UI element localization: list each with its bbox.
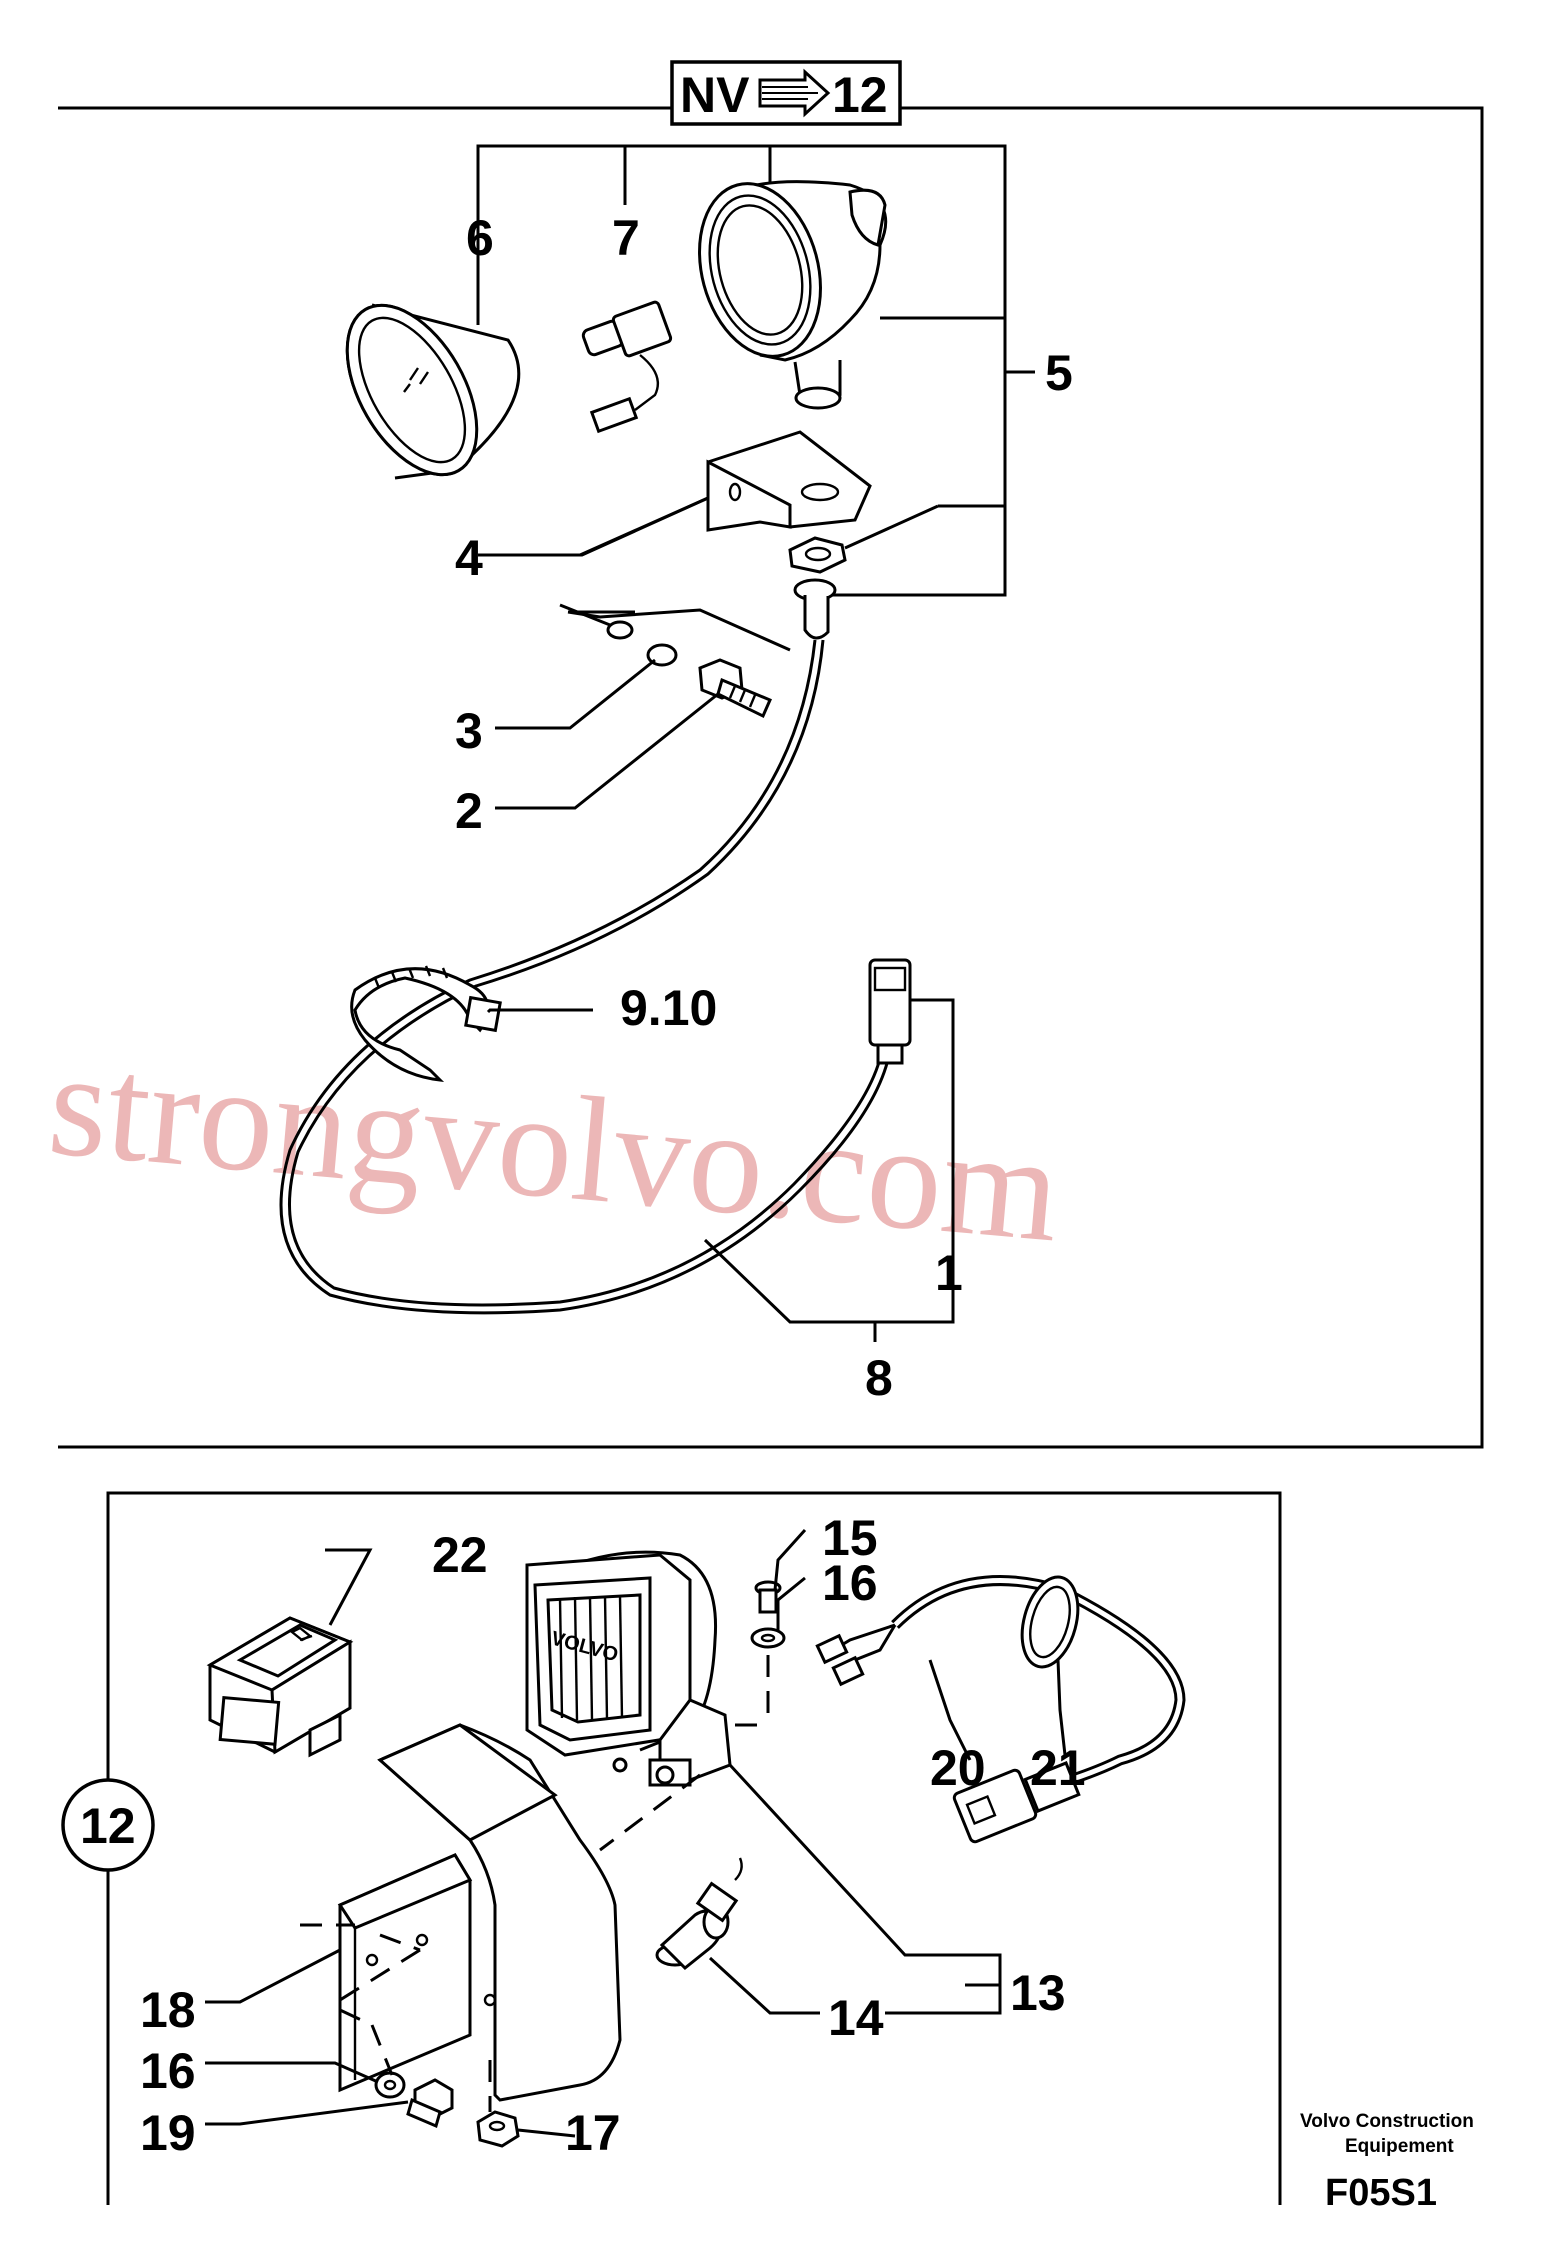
callout-6[interactable]: 6 (466, 210, 494, 266)
main-cable (279, 639, 892, 1315)
connector-part-1[interactable] (868, 958, 912, 1065)
bottom-frame (106, 1491, 1282, 2205)
callout-9-10[interactable]: 9.10 (620, 980, 717, 1036)
callout-17[interactable]: 17 (565, 2105, 621, 2161)
watermark-text: strongvolvo.com (43, 1020, 1066, 1274)
cap-part-21[interactable] (1013, 1571, 1087, 1673)
lamp-lens-grid (558, 1595, 624, 1721)
callout-22[interactable]: 22 (432, 1527, 488, 1583)
mounting-bracket-part-4[interactable] (478, 430, 872, 557)
callout-20[interactable]: 20 (930, 1740, 986, 1796)
washer-part-16a[interactable] (750, 1627, 786, 1649)
assembly-dashes (300, 1655, 770, 2112)
footer-block: Volvo Construction Equipement F05S1 (1300, 2111, 1474, 2214)
reflector-lens-part[interactable] (320, 283, 521, 496)
group-bracket-top (476, 144, 1035, 597)
callout-4[interactable]: 4 (455, 530, 483, 586)
right-arrow-icon (758, 68, 831, 118)
callout-14[interactable]: 14 (828, 1990, 884, 2046)
bulb-part-14[interactable] (655, 1857, 743, 1971)
grommet-part (793, 578, 837, 640)
leaders-top (486, 496, 955, 1342)
wiring-harness-part-20[interactable] (815, 1575, 1186, 1844)
header-reference-box[interactable]: NV 12 (670, 60, 902, 126)
ground-lead (559, 603, 791, 667)
callout-16-top[interactable]: 16 (822, 1555, 878, 1611)
side-ref-label: 12 (80, 1798, 136, 1854)
bolt-part-2[interactable] (698, 658, 772, 719)
callout-2[interactable]: 2 (455, 783, 483, 839)
side-reference-circle[interactable]: 12 (61, 1778, 155, 1872)
bulb-part-7[interactable] (581, 300, 673, 434)
callout-16-bottom[interactable]: 16 (140, 2043, 196, 2099)
callout-19[interactable]: 19 (140, 2105, 196, 2161)
callout-8[interactable]: 8 (865, 1350, 893, 1406)
top-frame (58, 106, 1484, 1449)
callout-1[interactable]: 1 (935, 1245, 963, 1301)
callout-5[interactable]: 5 (1045, 345, 1073, 401)
callout-15[interactable]: 15 (822, 1510, 878, 1566)
cable-tie-part[interactable] (350, 965, 502, 1082)
header-ref-page: 12 (832, 67, 888, 123)
callout-21[interactable]: 21 (1030, 1740, 1086, 1796)
lamp-housing-part-5[interactable] (681, 170, 888, 410)
callout-13[interactable]: 13 (1010, 1965, 1066, 2021)
leaders-bottom (205, 1528, 1067, 2138)
shield-bracket-part-18[interactable] (337, 1723, 622, 2102)
work-lamp-part-13[interactable]: VOLVO (525, 1550, 732, 1787)
header-ref-prefix: NV (680, 67, 750, 123)
washer-part-16b[interactable] (374, 2071, 406, 2099)
callout-18[interactable]: 18 (140, 1982, 196, 2038)
nut-part (788, 536, 847, 574)
work-light-switch-icon (289, 1626, 313, 1642)
nut-part-17[interactable] (476, 2110, 520, 2148)
callout-7[interactable]: 7 (612, 210, 640, 266)
company-line-2: Equipement (1345, 2136, 1454, 2157)
company-line-1: Volvo Construction (1300, 2111, 1474, 2132)
callout-3[interactable]: 3 (455, 703, 483, 759)
drawing-code: F05S1 (1325, 2172, 1437, 2214)
bolt-part-19[interactable] (406, 2078, 454, 2129)
rocker-switch-part-22[interactable] (206, 1616, 354, 1758)
